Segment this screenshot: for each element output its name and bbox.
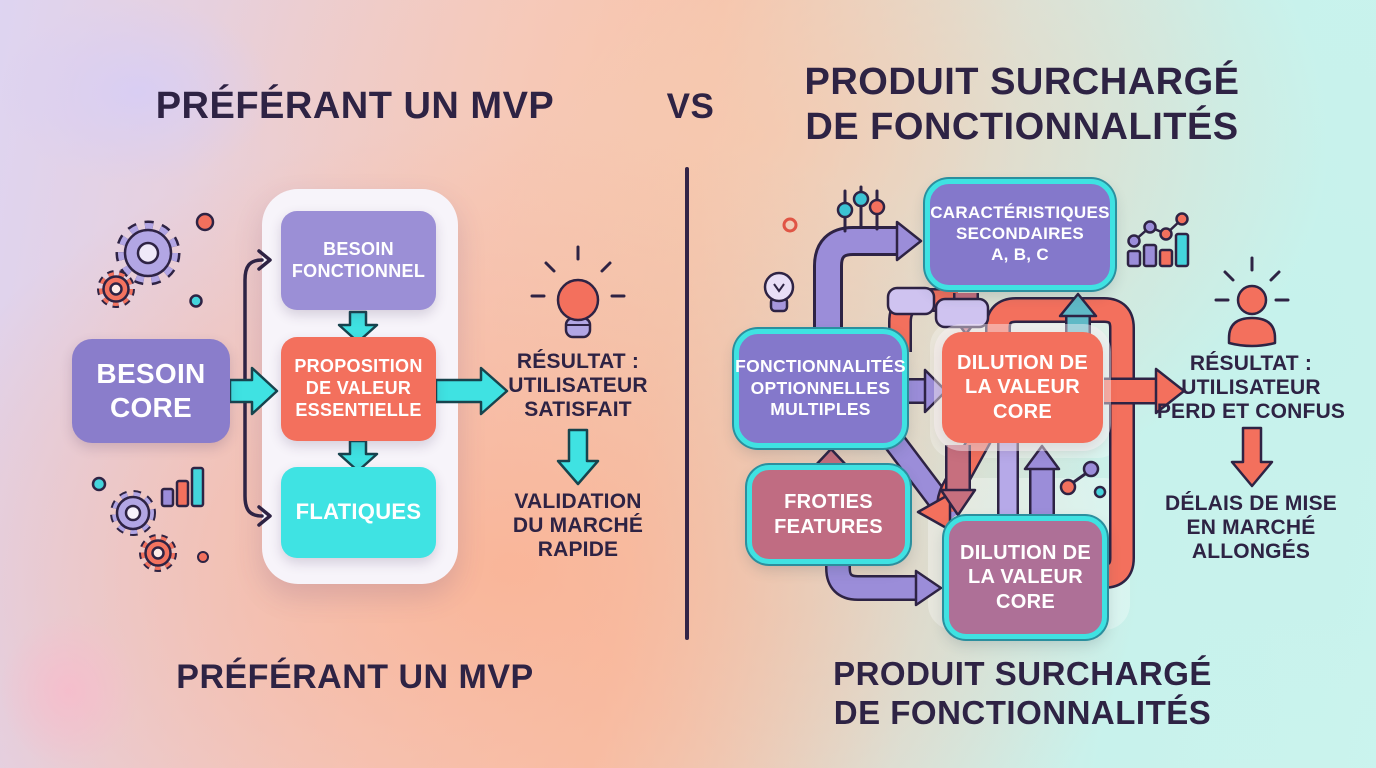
line-chart-icon	[1126, 212, 1190, 268]
froties-box: FROTIES FEATURES	[747, 465, 910, 564]
footer-label-left: PRÉFÉRANT UN MVP	[176, 658, 534, 696]
tab-shape	[886, 286, 936, 316]
lightbulb-icon	[530, 245, 626, 339]
title-right: PRODUIT SURCHARGÉ DE FONCTIONNALITÉS	[804, 61, 1240, 148]
proposition-box: PROPOSITION DE VALEUR ESSENTIELLE	[281, 337, 436, 441]
divider-line	[685, 167, 689, 640]
dot-accent	[189, 294, 203, 308]
vs-label: VS	[666, 87, 715, 126]
dilution-top-box: DILUTION DE LA VALEUR CORE	[942, 332, 1103, 443]
sliders-icon	[836, 185, 886, 233]
dilution-bottom-box: DILUTION DE LA VALEUR CORE	[944, 516, 1107, 639]
gear-icon	[97, 270, 135, 308]
secondary-features-box: CARACTÉRISTIQUES SECONDAIRES A, B, C	[925, 179, 1115, 290]
validation-text: VALIDATION DU MARCHÉ RAPIDE	[512, 490, 644, 561]
gear-icon	[110, 490, 156, 536]
result-right-text: RÉSULTAT : UTILISATEUR PERD ET CONFUS	[1156, 352, 1346, 423]
optional-features-box: FONCTIONNALITÉS OPTIONNELLES MULTIPLES	[734, 329, 907, 448]
footer-label-right: PRODUIT SURCHARGÉ DE FONCTIONNALITÉS	[833, 655, 1212, 731]
besoin-fonctionnel-box: BESOIN FONCTIONNEL	[281, 211, 436, 310]
dots-connector-icon	[1059, 460, 1107, 499]
person-icon	[1214, 256, 1290, 348]
flatiques-box: FLATIQUES	[281, 467, 436, 558]
delays-text: DÉLAIS DE MISE EN MARCHÉ ALLONGÉS	[1165, 492, 1337, 563]
coral-down-arrow	[1230, 426, 1274, 488]
result-left-text: RÉSULTAT : UTILISATEUR SATISFAIT	[508, 350, 648, 421]
gear-icon	[115, 220, 181, 286]
lightbulb-outline-icon	[763, 271, 795, 313]
dot-accent	[91, 476, 107, 492]
besoin-core-box: BESOIN CORE	[72, 339, 230, 443]
flow-arrows	[228, 310, 600, 486]
bar-chart-icon	[160, 466, 205, 508]
tab-shape	[934, 297, 990, 329]
dot-accent	[197, 551, 209, 563]
circle-accent	[782, 217, 798, 233]
gear-icon	[139, 534, 177, 572]
dot-accent	[195, 212, 215, 232]
title-left: PRÉFÉRANT UN MVP	[155, 85, 555, 127]
